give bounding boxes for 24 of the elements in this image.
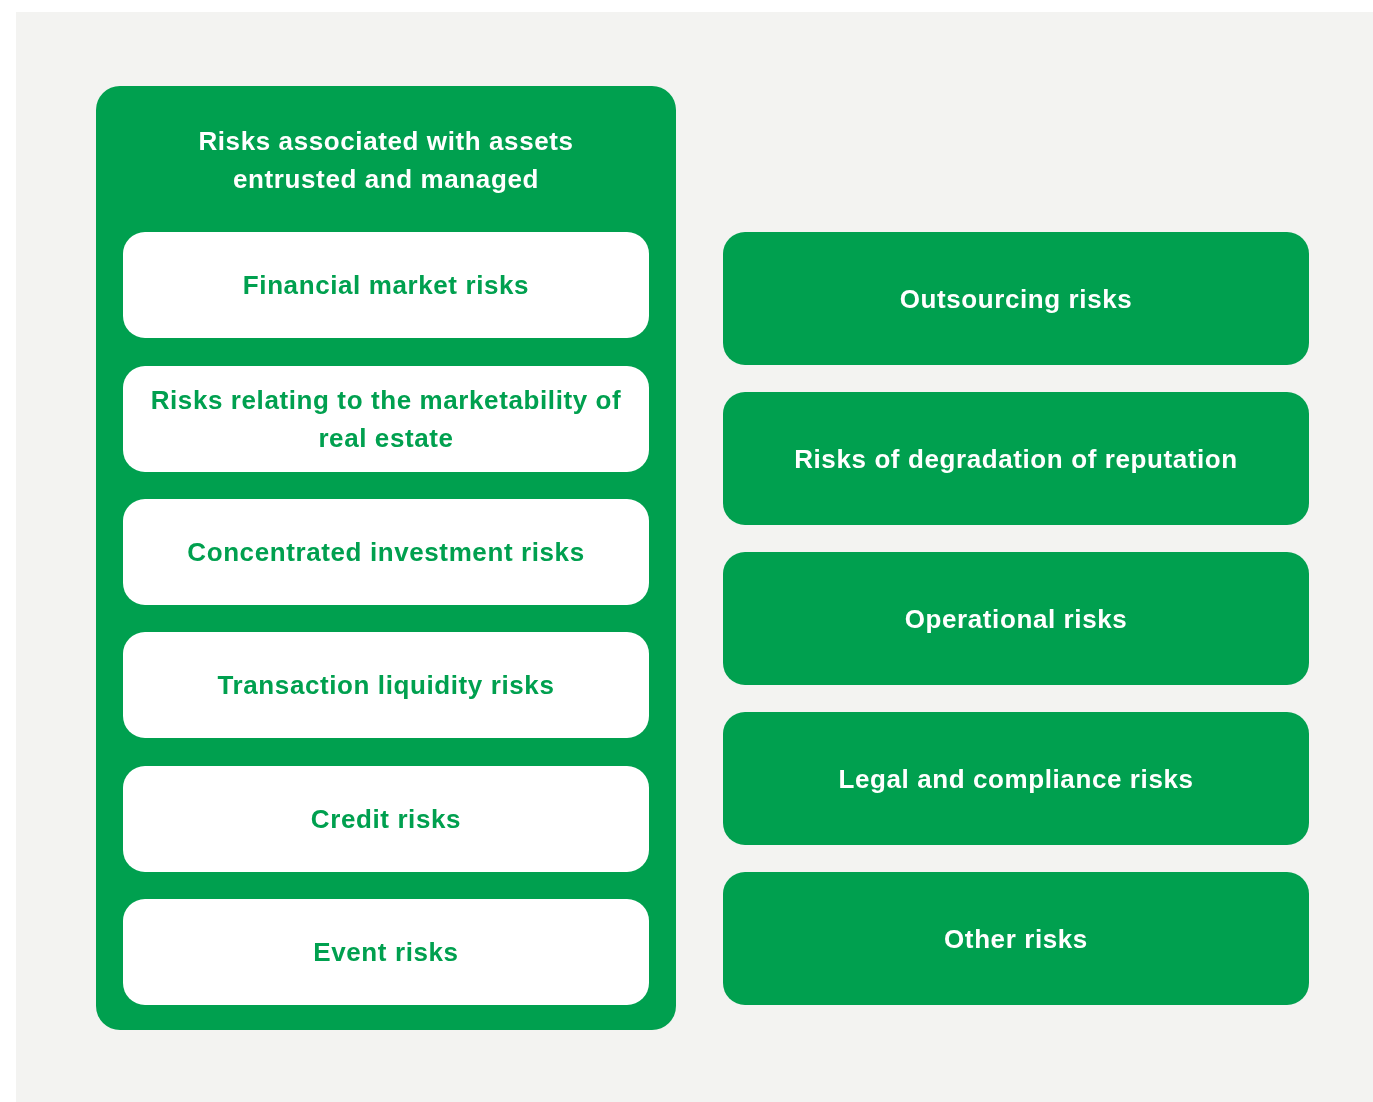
risk-label: Legal and compliance risks	[838, 762, 1194, 796]
group-heading: Risks associated with assets entrusted and managed	[197, 125, 575, 196]
risk-box	[123, 366, 649, 472]
risk-box	[123, 632, 649, 738]
group-panel	[96, 86, 676, 1030]
risk-label: Event risks	[313, 936, 459, 969]
risk-box	[123, 499, 649, 605]
risk-label: Risks of degradation of reputation	[794, 442, 1238, 476]
risk-box	[723, 232, 1309, 365]
risk-label: Financial market risks	[242, 269, 530, 302]
risk-box	[723, 872, 1309, 1005]
risk-box	[723, 712, 1309, 845]
risk-label: Concentrated investment risks	[187, 536, 585, 569]
risk-box	[123, 232, 649, 338]
risk-box	[723, 552, 1309, 685]
risk-box	[123, 899, 649, 1005]
risk-label: Operational risks	[904, 602, 1128, 636]
risk-label: Risks relating to the marketability of real estate	[149, 384, 623, 455]
risk-label: Credit risks	[310, 803, 462, 836]
risk-box	[723, 392, 1309, 525]
risk-label: Outsourcing risks	[899, 282, 1133, 316]
risk-label: Transaction liquidity risks	[217, 669, 555, 702]
risk-label: Other risks	[944, 922, 1088, 956]
risk-box	[123, 766, 649, 872]
